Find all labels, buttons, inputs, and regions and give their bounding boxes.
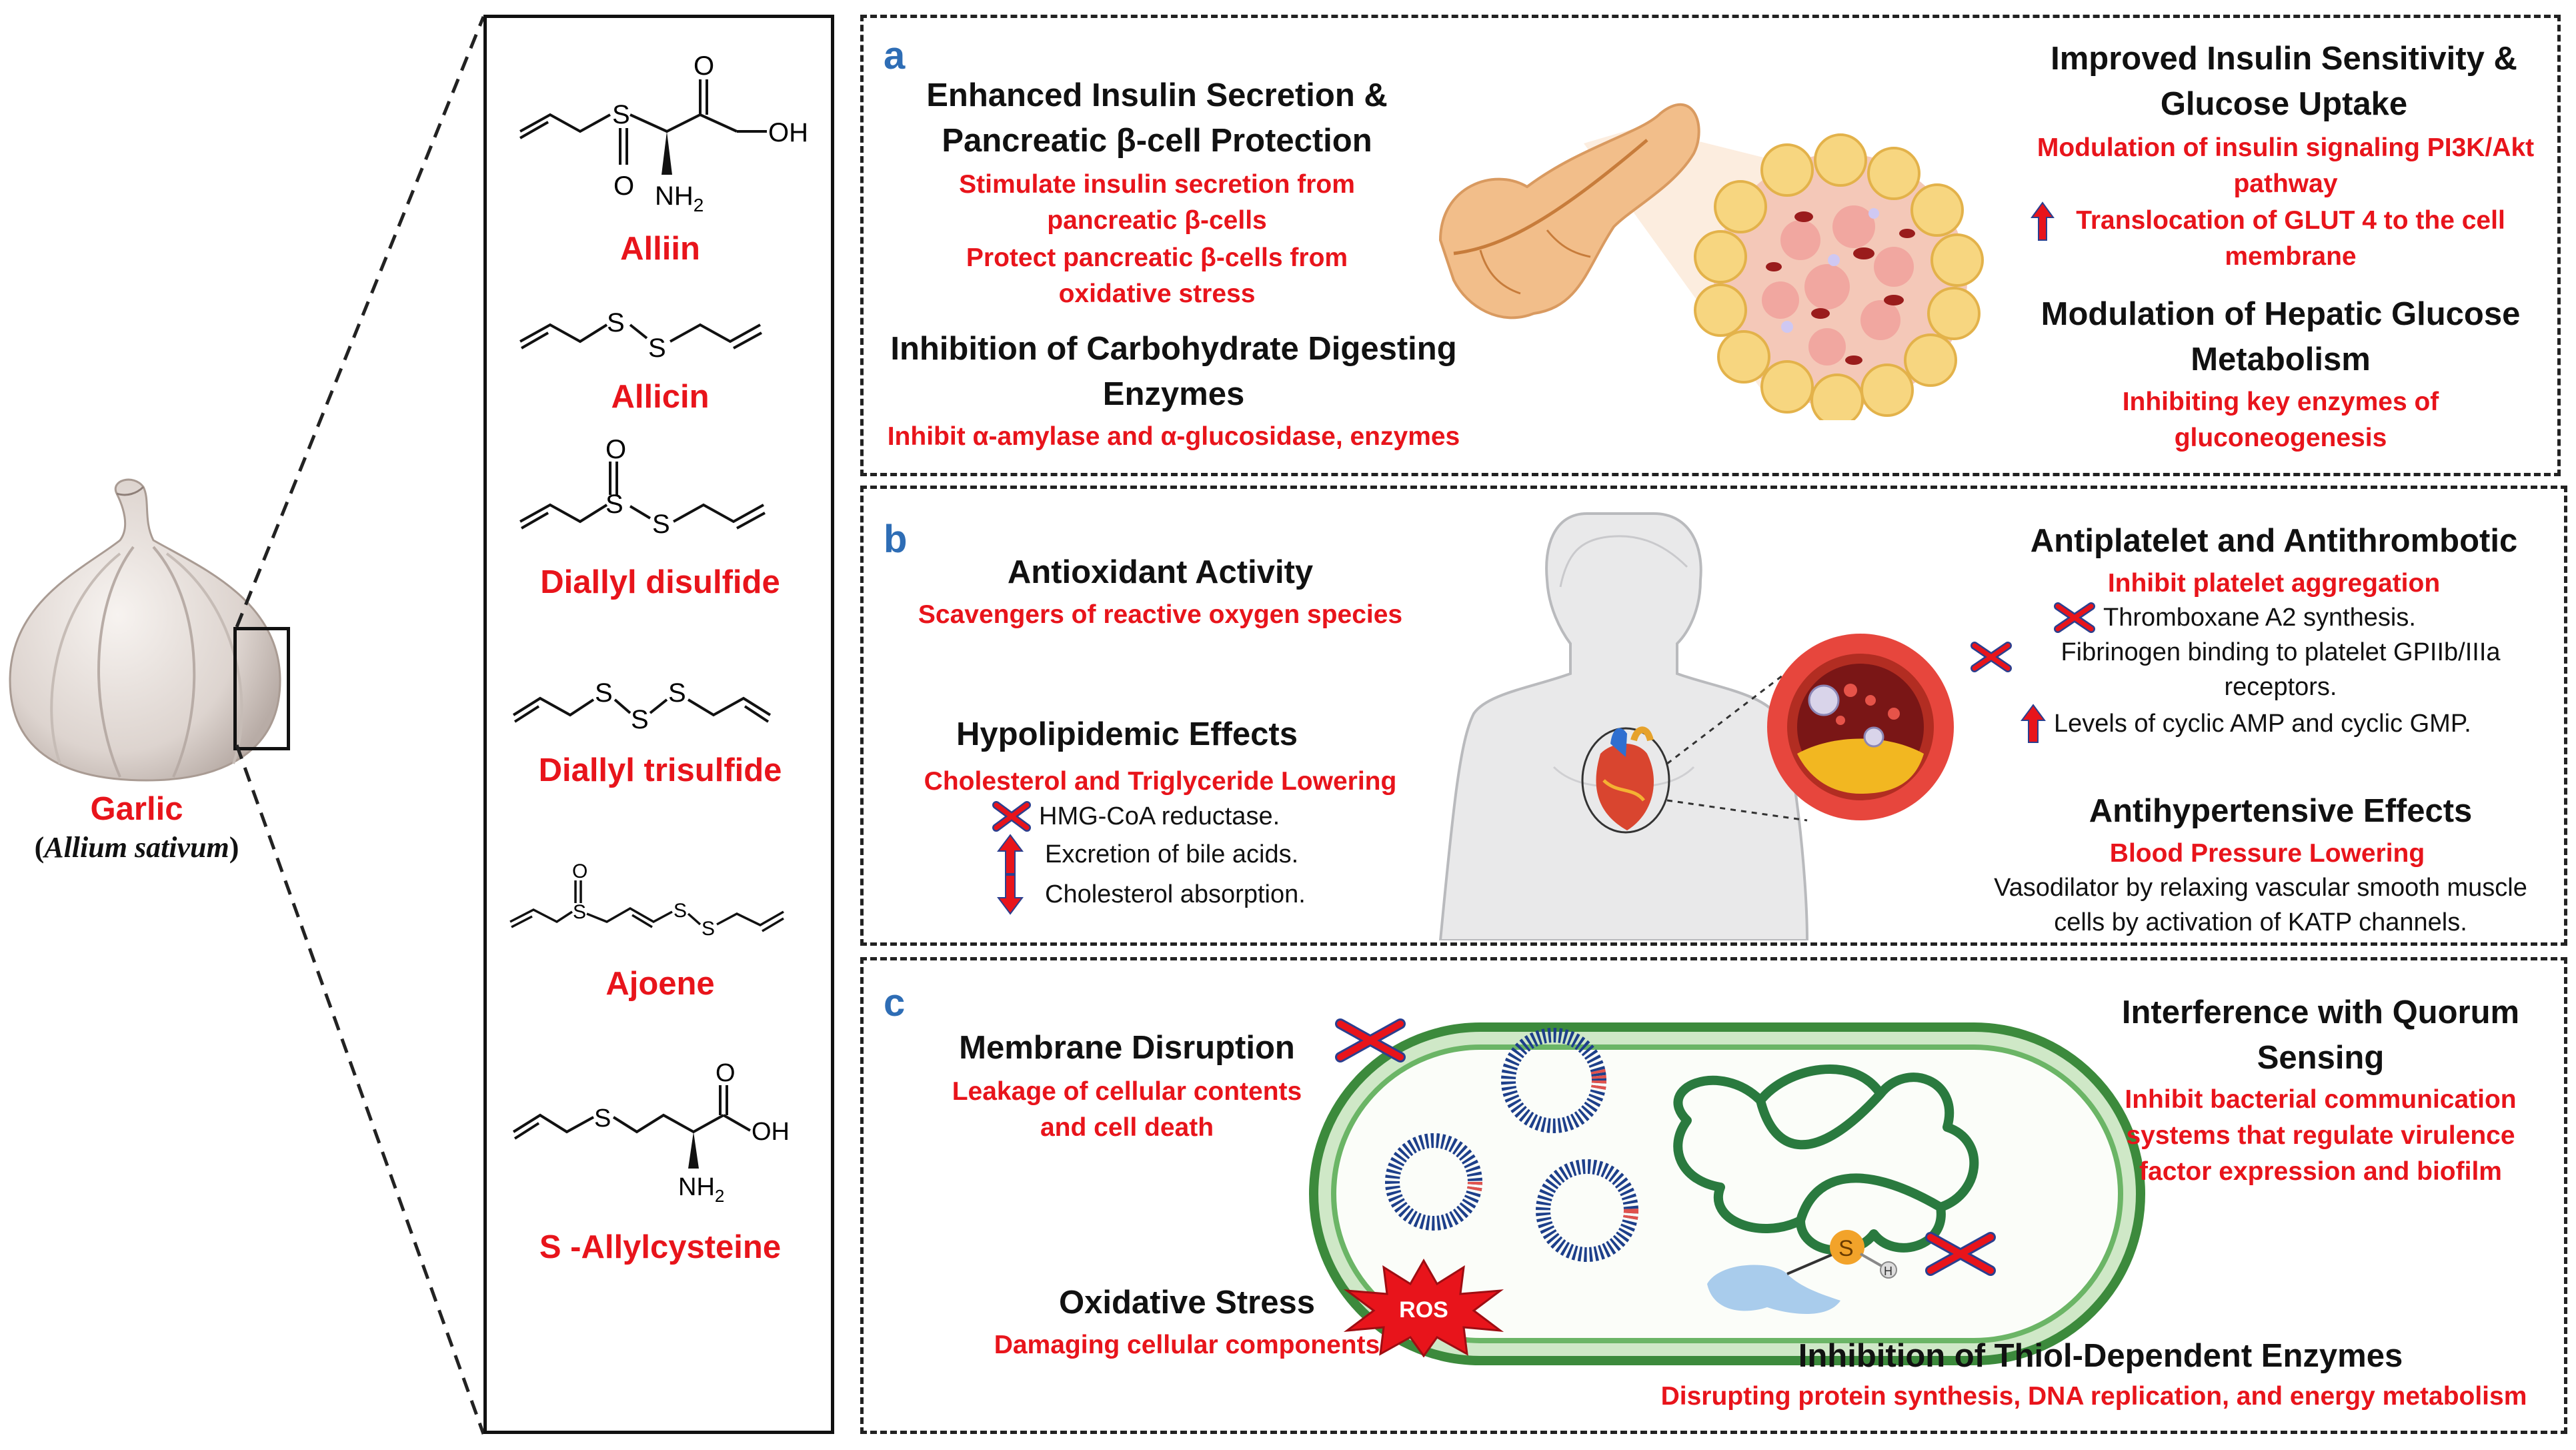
up-arrow-icon xyxy=(2031,201,2055,241)
hmg-coa-text: HMG-CoA reductase. xyxy=(1039,802,1280,830)
up-arrow-icon xyxy=(2021,704,2046,743)
compound-name: Diallyl disulfide xyxy=(540,564,780,600)
antihypertensive-sub: Blood Pressure Lowering xyxy=(2109,839,2425,868)
thromboxane-row: Thromboxane A2 synthesis. xyxy=(2054,600,2416,635)
atom-s: S xyxy=(631,705,649,734)
bacterium-illustration: S H xyxy=(1309,1022,2145,1365)
garlic-zoom-box xyxy=(233,627,290,750)
cholesterol-absorption-text: Cholesterol absorption. xyxy=(1045,880,1306,908)
atom-s: S xyxy=(674,900,687,922)
allicin-structure: S S xyxy=(519,308,762,363)
diallyl-trisulfide-structure: S S S xyxy=(512,678,772,734)
antiplatelet-sub: Inhibit platelet aggregation xyxy=(2107,569,2441,598)
insulin-secretion-title: Enhanced Insulin Secretion & Pancreatic … xyxy=(926,77,1388,159)
insulin-secretion-line: Stimulate insulin secretion from pancrea… xyxy=(959,170,1355,235)
atom-nh2: NH2 xyxy=(655,181,704,215)
panel-label: b xyxy=(884,518,908,561)
atom-oh: OH xyxy=(768,118,808,147)
carb-enzymes-line: Inhibit α-amylase and α-glucosidase, enz… xyxy=(887,422,1460,451)
hypolipidemic-sub: Cholesterol and Triglyceride Lowering xyxy=(924,767,1397,796)
compound-name: Alliin xyxy=(620,231,700,267)
thiol-line: Disrupting protein synthesis, DNA replic… xyxy=(1660,1382,2527,1411)
s-allylcysteine-structure: S O OH NH2 xyxy=(512,1059,790,1206)
garlic-latin-name: (Allium sativum) xyxy=(34,831,239,864)
atom-s: S xyxy=(612,100,630,129)
atom-s: S xyxy=(607,308,625,337)
cyclic-amp-row: Levels of cyclic AMP and cyclic GMP. xyxy=(2021,704,2471,744)
cholesterol-absorption-row: Cholesterol absorption. xyxy=(997,874,1306,915)
panel-label: a xyxy=(884,34,906,77)
compound-name: Ajoene xyxy=(605,966,715,1002)
panel-a xyxy=(860,15,2561,476)
human-heart-illustration xyxy=(1438,512,1954,940)
atom-s: S xyxy=(605,490,623,519)
glut4-line: Translocation of GLUT 4 to the cell memb… xyxy=(2076,206,2505,271)
insulin-signaling-line: Modulation of insulin signaling PI3K/Akt… xyxy=(2037,133,2535,198)
beta-cell-protection-line: Protect pancreatic β-cells from oxidativ… xyxy=(966,243,1348,308)
atom-o: O xyxy=(605,435,626,464)
alliin-structure: S O OH O NH2 xyxy=(519,51,808,215)
panel-b xyxy=(860,486,2567,946)
oxidative-stress-line: Damaging cellular components xyxy=(994,1331,1380,1359)
inhibit-x-icon xyxy=(1971,642,2012,672)
hepatic-line: Inhibiting key enzymes of gluconeogenesi… xyxy=(2122,388,2439,452)
compound-name: Allicin xyxy=(611,379,710,415)
thromboxane-text: Thromboxane A2 synthesis. xyxy=(2103,604,2416,632)
pancreas-illustration xyxy=(1438,103,1984,420)
atom-s: S xyxy=(652,510,670,539)
antihypertensive-title: Antihypertensive Effects xyxy=(2089,793,2473,829)
atom-s: S xyxy=(702,918,715,940)
atom-s: S xyxy=(648,333,666,363)
inhibit-x-icon xyxy=(1925,1232,1996,1276)
compounds-box: S O OH O NH2 Alliin S S Allicin O S xyxy=(483,15,834,1434)
atom-o: O xyxy=(572,860,587,882)
oxidative-stress-title: Oxidative Stress xyxy=(1058,1285,1316,1321)
ros-burst-icon: ROS xyxy=(1343,1258,1504,1357)
panel-label: c xyxy=(884,981,906,1024)
vasodilator-text: Vasodilator by relaxing vascular smooth … xyxy=(1994,874,2527,937)
hepatic-title: Modulation of Hepatic Glucose Metabolism xyxy=(2041,296,2521,378)
atom-s: S xyxy=(1838,1236,1854,1261)
inhibit-x-icon xyxy=(2054,602,2095,634)
atom-s: S xyxy=(668,678,686,708)
ros-label: ROS xyxy=(1399,1297,1448,1323)
atom-nh2: NH2 xyxy=(678,1173,724,1206)
atom-s: S xyxy=(573,901,586,923)
up-arrow-icon xyxy=(997,834,1024,874)
panel-c xyxy=(860,957,2567,1434)
quorum-line: Inhibit bacterial communication systems … xyxy=(2125,1085,2517,1186)
garlic-name: Garlic xyxy=(90,791,183,827)
thiol-title: Inhibition of Thiol-Dependent Enzymes xyxy=(1798,1338,2403,1374)
hmg-coa-row: HMG-CoA reductase. xyxy=(992,799,1280,834)
inhibit-x-icon xyxy=(1335,1018,1406,1062)
insulin-sensitivity-title: Improved Insulin Sensitivity & Glucose U… xyxy=(2051,41,2517,122)
down-arrow-icon xyxy=(997,874,1024,915)
ajoene-structure: O S S S xyxy=(509,860,784,940)
antioxidant-line: Scavengers of reactive oxygen species xyxy=(918,600,1403,629)
antioxidant-title: Antioxidant Activity xyxy=(1007,554,1314,590)
atom-s: S xyxy=(594,1105,611,1133)
atom-o: O xyxy=(613,171,634,201)
inhibit-x-icon xyxy=(992,801,1031,832)
fibrinogen-text: Fibrinogen binding to platelet GPIIb/III… xyxy=(2061,638,2501,702)
membrane-line: Leakage of cellular contents and cell de… xyxy=(952,1077,1302,1142)
atom-o: O xyxy=(716,1059,736,1087)
atom-oh: OH xyxy=(752,1118,790,1146)
compound-name: Diallyl trisulfide xyxy=(538,752,782,788)
membrane-title: Membrane Disruption xyxy=(959,1030,1295,1066)
quorum-title: Interference with Quorum Sensing xyxy=(2121,994,2520,1076)
compound-name: S -Allylcysteine xyxy=(539,1229,782,1265)
diallyl-disulfide-structure: O S S xyxy=(519,435,766,539)
antiplatelet-title: Antiplatelet and Antithrombotic xyxy=(2030,523,2518,559)
carb-enzymes-title: Inhibition of Carbohydrate Digesting Enz… xyxy=(890,331,1457,412)
atom-s: S xyxy=(595,678,613,708)
bile-acids-row: Excretion of bile acids. xyxy=(997,834,1298,875)
bile-acids-text: Excretion of bile acids. xyxy=(1045,840,1299,868)
atom-h: H xyxy=(1884,1265,1892,1278)
atom-o: O xyxy=(694,51,714,81)
cyclic-amp-text: Levels of cyclic AMP and cyclic GMP. xyxy=(2054,709,2471,738)
hypolipidemic-title: Hypolipidemic Effects xyxy=(956,716,1298,752)
